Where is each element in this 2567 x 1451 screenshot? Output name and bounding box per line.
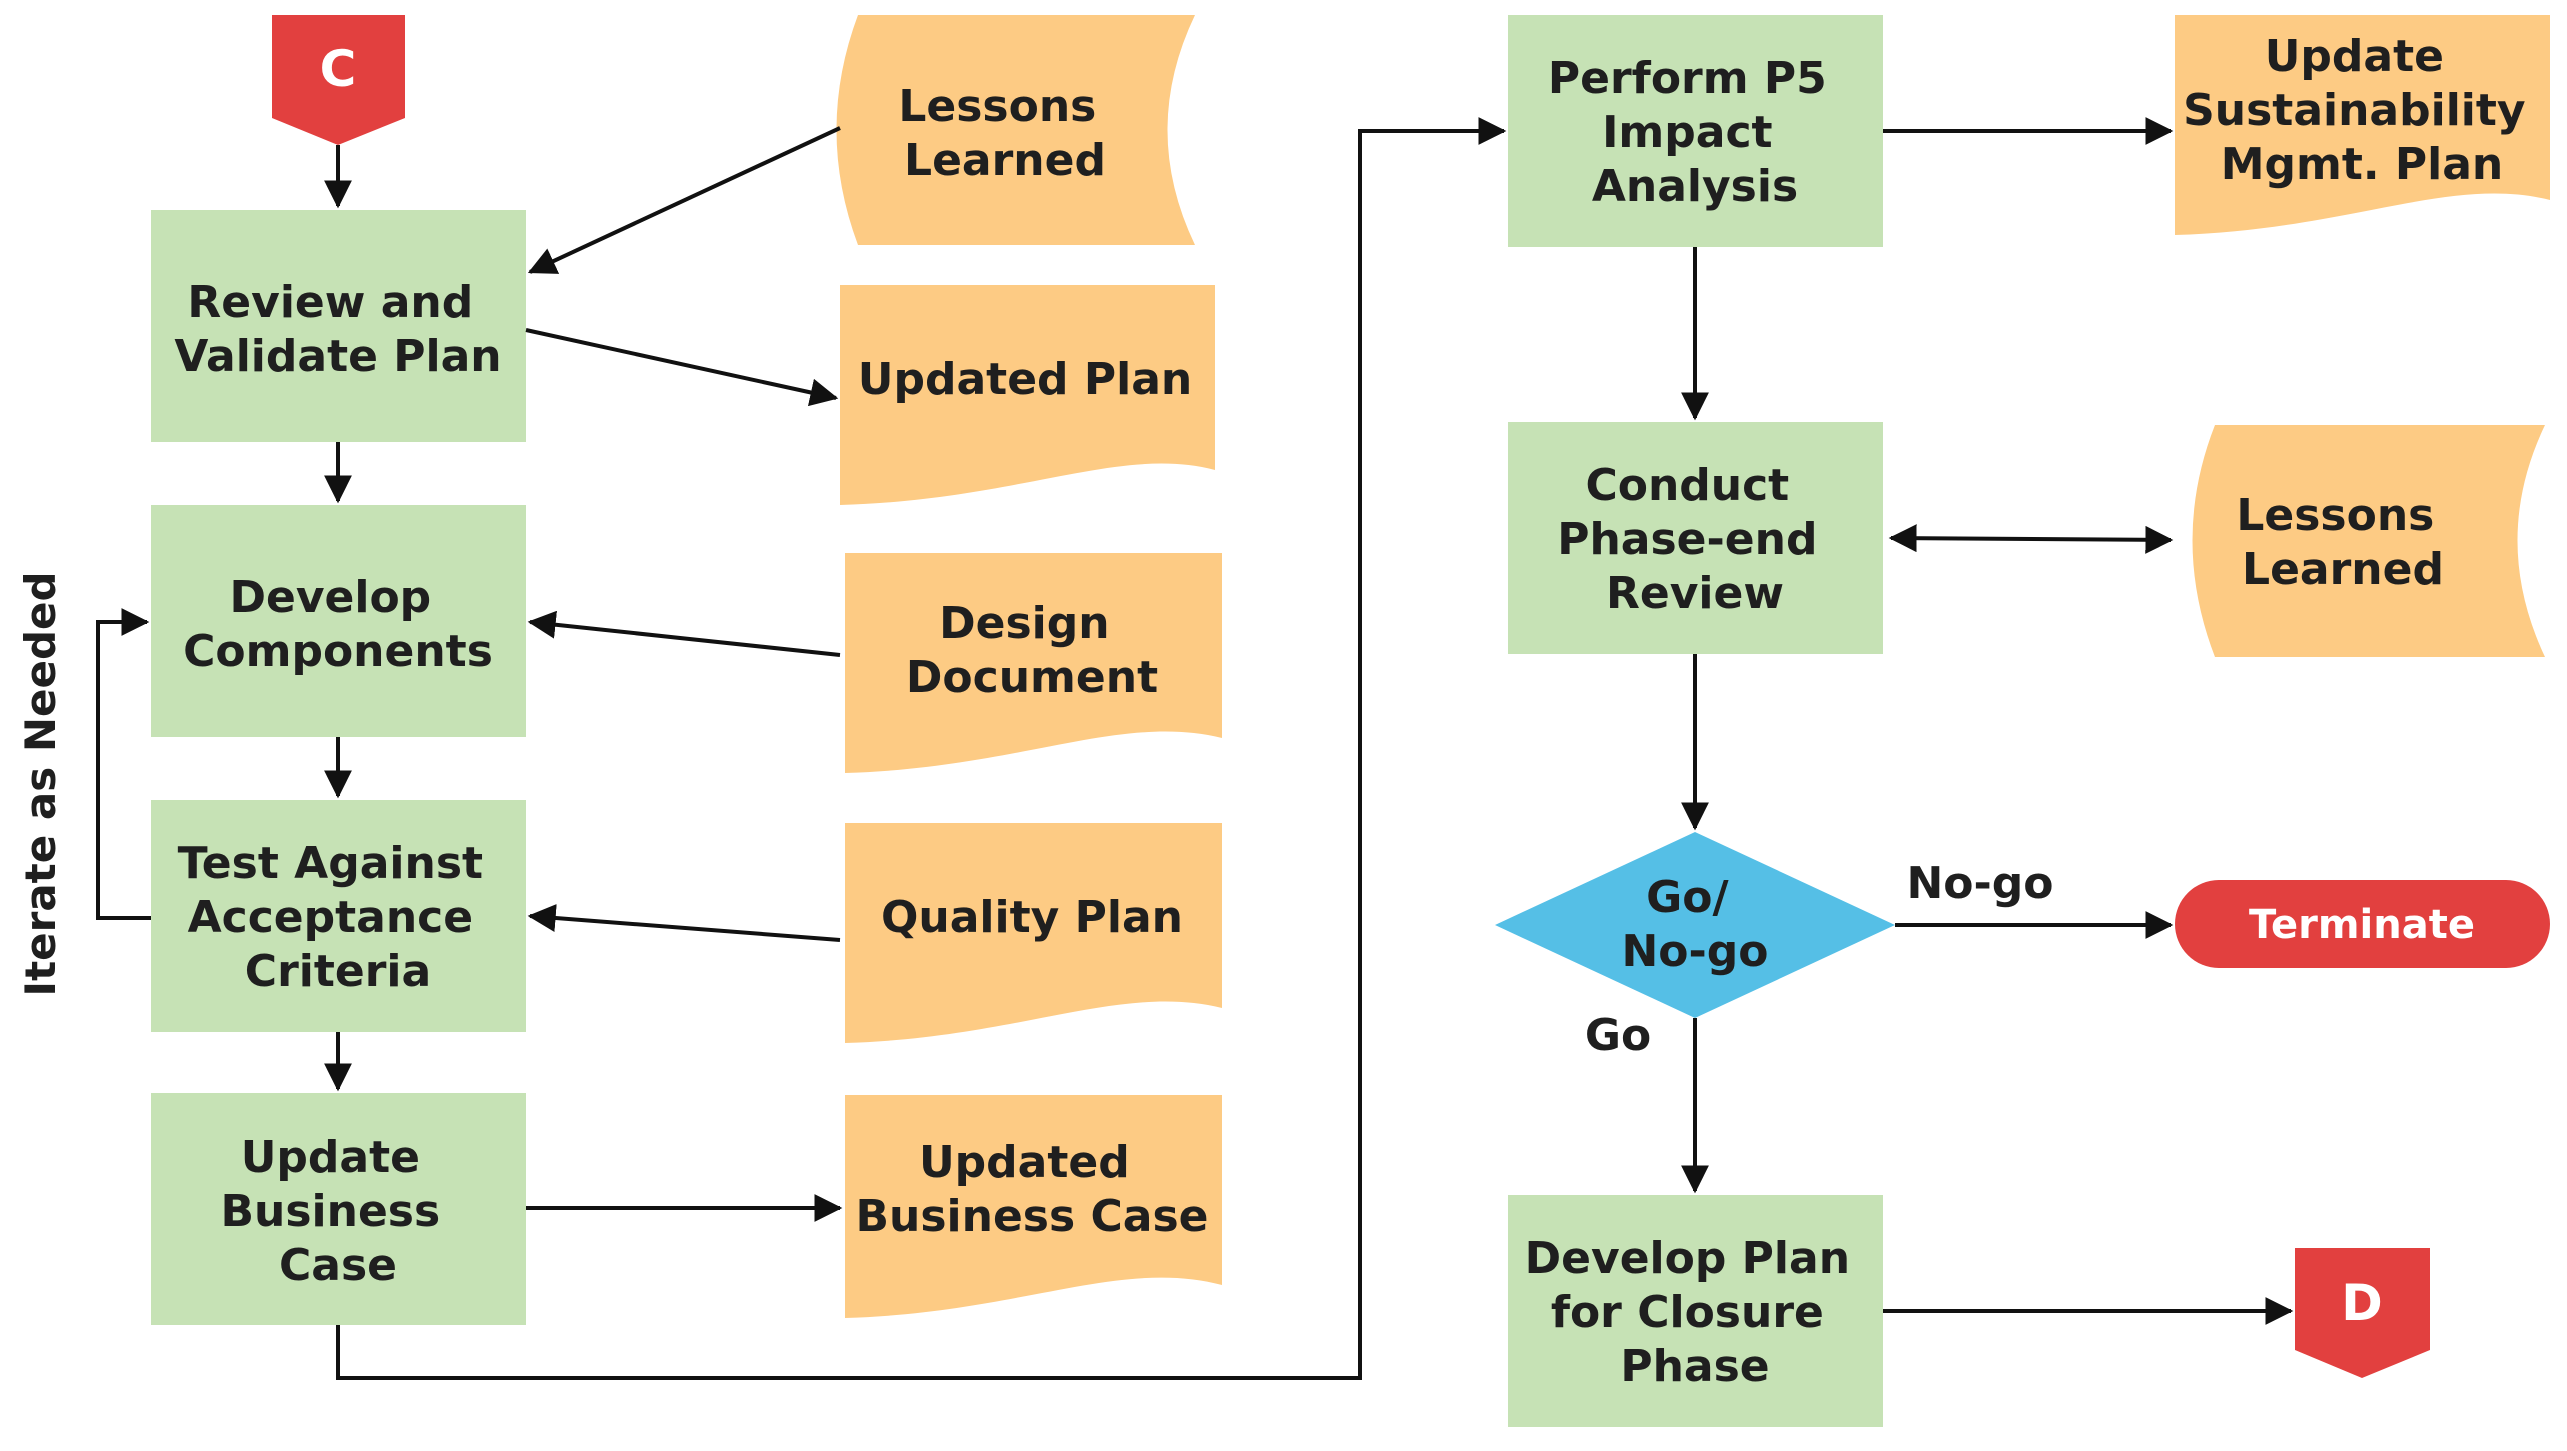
document-label-line: Document — [906, 652, 1158, 703]
process-label-line: Impact — [1602, 107, 1773, 158]
document-label-line: Design — [939, 598, 1109, 649]
decision-label-line: Go/ — [1646, 872, 1729, 923]
svg-text:Develop Components: Develop Components — [183, 572, 493, 677]
svg-text:Review and Validate Pl: Review and Validate Plan — [174, 277, 501, 382]
document-label-line: Lessons — [898, 81, 1096, 132]
process-label-line: Components — [183, 626, 493, 677]
svg-text:Design Document: Design Document — [906, 598, 1158, 703]
svg-text:Lessons Learned: Lessons Learned — [898, 81, 1111, 186]
process-develop-components: Develop Components — [151, 505, 526, 737]
process-test-against-acceptance-criteria: Test Against Acceptance Criteria — [151, 800, 526, 1032]
process-review-validate-plan: Review and Validate Plan — [151, 210, 526, 442]
edge-label-go: Go — [1585, 1010, 1651, 1061]
arrow-design-doc-to-develop — [527, 610, 841, 657]
process-label-line: Perform P5 — [1548, 53, 1827, 104]
svg-text:Quality Plan: Quality Plan — [881, 892, 1183, 943]
process-label-line: Develop Plan — [1525, 1233, 1850, 1284]
process-label-line: Develop — [229, 572, 431, 623]
svg-text:Test Against Acceptance: Test Against Acceptance Criteria — [178, 838, 499, 997]
svg-text:Update Business Ca: Update Business Case — [220, 1132, 455, 1291]
process-label-line: Review — [1606, 568, 1784, 619]
process-label-line: Test Against — [178, 838, 483, 889]
process-label-line: Case — [279, 1240, 397, 1291]
connector-d: D — [2295, 1248, 2430, 1378]
arrow-conduct-lessons-bidirectional — [1888, 524, 2174, 554]
svg-text:Updated Plan: Updated Plan — [858, 354, 1192, 405]
arrow-lessons-to-review — [527, 126, 841, 274]
document-label-line: Updated Plan — [858, 354, 1192, 405]
document-updated-plan: Updated Plan — [840, 285, 1215, 505]
process-label-line: Update — [241, 1132, 420, 1183]
svg-text:Lessons Learned: Lessons Learned — [2236, 490, 2449, 595]
document-updated-business-case: Updated Business Case — [845, 1095, 1222, 1318]
process-perform-p5-impact-analysis: Perform P5 Impact Analysis — [1508, 15, 1883, 247]
document-label-line: Learned — [904, 135, 1106, 186]
svg-text:Go/ No-go: Go/ No-go — [1621, 872, 1768, 977]
process-conduct-phase-end-review: Conduct Phase-end Review — [1508, 422, 1883, 654]
svg-text:Updated Business Case: Updated Business Case — [855, 1137, 1208, 1242]
document-update-sustainability-mgmt-plan: Update Sustainability Mgmt. Plan — [2175, 15, 2550, 235]
document-label-line: Quality Plan — [881, 892, 1183, 943]
document-design-document: Design Document — [845, 553, 1222, 773]
connector-c-shape — [272, 15, 405, 145]
document-label-line: Learned — [2242, 544, 2444, 595]
arrow-to-perform — [336, 117, 1507, 1380]
process-label-line: for Closure — [1551, 1287, 1824, 1338]
process-develop-plan-for-closure-phase: Develop Plan for Closure Phase — [1508, 1195, 1883, 1427]
document-label-line: Lessons — [2236, 490, 2434, 541]
process-label-line: Phase — [1620, 1341, 1769, 1392]
svg-text:Develop Plan for Closure: Develop Plan for Closure Phase — [1525, 1233, 1866, 1392]
process-label-line: Criteria — [245, 946, 431, 997]
document-lessons-learned-1: Lessons Learned — [836, 15, 1195, 245]
process-label-line: Review and — [187, 277, 473, 328]
document-label-line: Mgmt. Plan — [2221, 139, 2504, 190]
process-label-line: Validate Plan — [174, 331, 501, 382]
document-label-line: Updated — [919, 1137, 1130, 1188]
arrow-quality-plan-to-test — [527, 904, 841, 942]
process-label-line: Business — [220, 1186, 440, 1237]
document-label-line: Sustainability — [2183, 85, 2525, 136]
document-lessons-learned-2: Lessons Learned — [2192, 425, 2545, 657]
connector-c: C — [272, 15, 405, 145]
terminator-terminate: Terminate — [2175, 880, 2550, 968]
svg-text:Update Sustainability: Update Sustainability Mgmt. Plan — [2183, 31, 2541, 190]
connector-d-label: D — [2341, 1274, 2383, 1332]
process-update-business-case: Update Business Case — [151, 1093, 526, 1325]
document-label-line: Update — [2265, 31, 2444, 82]
arrow-review-to-updated-plan — [525, 328, 839, 407]
side-label-iterate-as-needed: Iterate as Needed — [16, 571, 65, 996]
decision-label-line: No-go — [1621, 926, 1768, 977]
process-label-line: Phase-end — [1557, 514, 1817, 565]
connector-d-shape — [2295, 1248, 2430, 1378]
decision-go-no-go: Go/ No-go — [1495, 832, 1895, 1018]
process-label-line: Analysis — [1592, 161, 1798, 212]
document-label-line: Business Case — [855, 1191, 1208, 1242]
connector-c-label: C — [320, 40, 357, 98]
process-label-line: Conduct — [1585, 460, 1789, 511]
document-quality-plan: Quality Plan — [845, 823, 1222, 1043]
svg-text:Perform P5 Impact: Perform P5 Impact Analysis — [1548, 53, 1842, 212]
process-label-line: Acceptance — [188, 892, 474, 943]
arrows — [96, 117, 2294, 1380]
terminator-label: Terminate — [2249, 902, 2475, 948]
edge-label-no-go: No-go — [1906, 858, 2053, 909]
arrow-iterate-loop — [96, 608, 151, 920]
svg-text:Conduct Phase-end: Conduct Phase-end Review — [1557, 460, 1833, 619]
